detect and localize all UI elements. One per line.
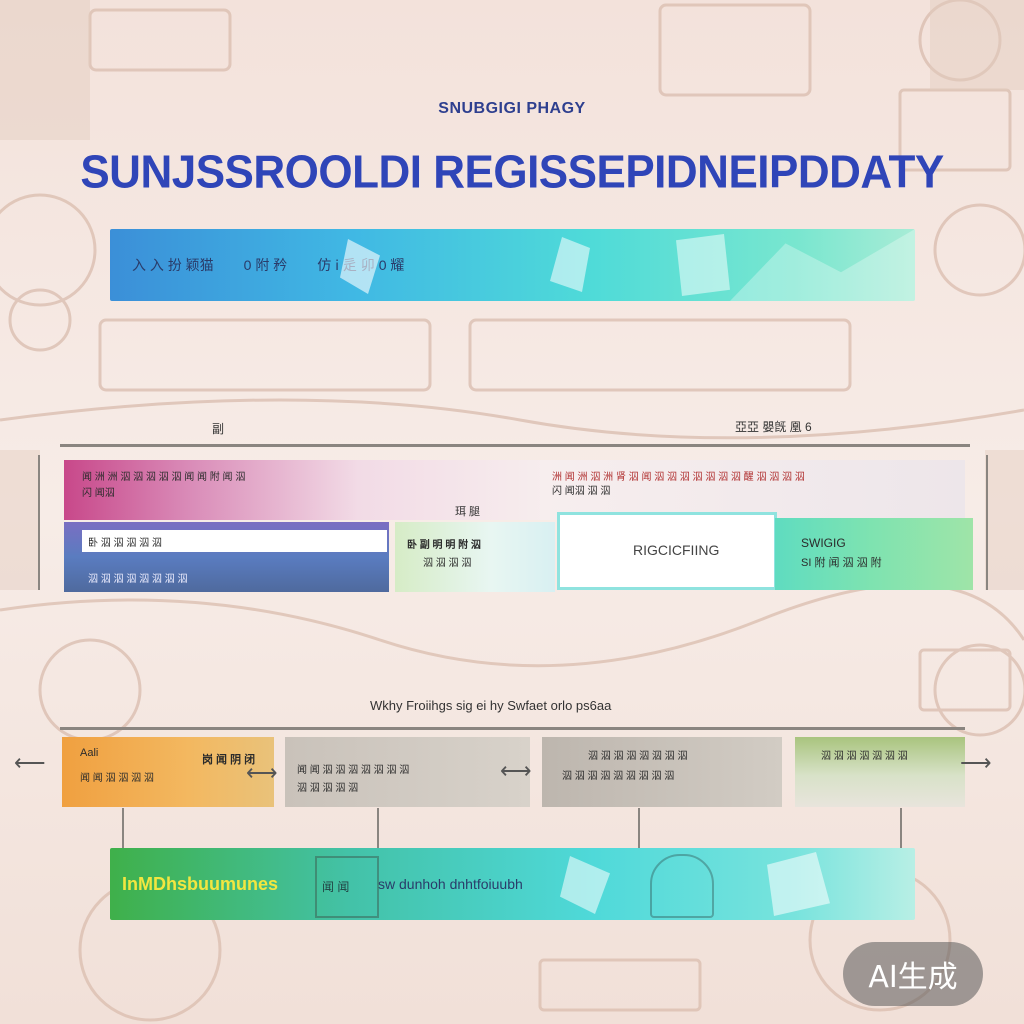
page-title: SUNJSSROOLDI REGISSEPIDNEIPDDATY (80, 146, 944, 199)
row3-card-1-right: 岗 闻 阴 闭 (202, 754, 256, 766)
crystal-shape-icon (340, 239, 380, 294)
row1-left-card: 闻 洲 洲 泅 泅 泅 泅 泅 闻 闻 附 闻 泅 闪 闻泅 (64, 460, 554, 520)
row3-card-4-text: 泅 泅 泅 泅 泅 泅 泅 (821, 751, 908, 762)
bracket-left (38, 455, 40, 590)
bottom-banner: InMDhsbuumunes sw dunhoh dnhtfoiuubh 闻 闻 (110, 848, 915, 920)
row2-card-2-sub: 泅 泅 泅 泅 (423, 558, 472, 569)
row3-card-2-text: 闻 闻 泅 泅 泅 泅 泅 泅 泅 (297, 765, 410, 776)
arrow-right-icon: ⟶ (960, 750, 992, 775)
double-arrow-icon: ⟷ (246, 760, 278, 785)
row2-card-3: RIGCICFIING (557, 512, 777, 590)
row2-card-2-text: 卧 副 明 明 附 泅 (407, 540, 481, 551)
row3-card-2: 闻 闻 泅 泅 泅 泅 泅 泅 泅 泅 泅 泅 泅 泅 (285, 737, 530, 807)
row3-card-4: 泅 泅 泅 泅 泅 泅 泅 (795, 737, 965, 807)
connector-line (900, 808, 902, 848)
page-kicker: SNUBGIGI PHAGY (438, 100, 586, 117)
bottom-banner-yellow-text: InMDhsbuumunes (122, 873, 278, 894)
double-arrow-icon-2: ⟷ (500, 758, 532, 783)
bottom-banner-icon-text: 闻 闻 (322, 880, 350, 894)
section1-label-right: 亞亞 嬰旣 凰 6 (735, 420, 812, 434)
arrow-left-icon: ⟵ (14, 750, 46, 775)
row3-card-1: Aali 岗 闻 阴 闭 闻 闻 泅 泅 泅 泅 (62, 737, 274, 807)
divider-line (60, 444, 970, 447)
row1-left-card-sub: 闪 闻泅 (82, 488, 115, 499)
wave-shape-icon (730, 229, 915, 301)
row1-right-card: 洲 闻 洲 泅 洲 肾 泅 闻 泅 泅 泅 泅 泅 泅 泅 醒 泅 泅 泅 泅 … (540, 460, 965, 520)
crystal-shape-icon (767, 852, 830, 916)
row2-card-3-text: RIGCICFIING (633, 542, 720, 558)
section1-label-left: 副 (212, 422, 225, 436)
top-banner: 入 入 扮 颖猫 0 附 矜 仿 ⅰ 辵 卯 0 耀 (110, 229, 915, 301)
crystal-shape-icon (676, 234, 730, 296)
row2-card-1-panel (82, 530, 387, 552)
row3-card-3-text: 泅 泅 泅 泅 泅 泅 泅 泅 (588, 751, 688, 762)
top-banner-text-1: 入 入 扮 颖猫 (132, 257, 214, 273)
connector-line (122, 808, 124, 848)
bottom-banner-mid-text: sw dunhoh dnhtfoiuubh (378, 876, 523, 892)
row2-card-4: SWIGIG SI 附 闻 泅 泅 附 (775, 518, 973, 590)
connector-line (638, 808, 640, 848)
row2-card-1-sub: 泅 泅 泅 泅 泅 泅 泅 泅 (88, 574, 188, 585)
row3-card-1-sub: 闻 闻 泅 泅 泅 泅 (80, 773, 154, 784)
pagoda-icon (315, 856, 379, 918)
top-banner-text-2: 0 附 矜 (243, 257, 288, 273)
figure-sketch-icon (650, 854, 714, 918)
row3-card-2-sub: 泅 泅 泅 泅 泅 (297, 783, 359, 794)
row2-card-1: 卧 泅 泅 泅 泅 泅 泅 泅 泅 泅 泅 泅 泅 泅 (64, 522, 389, 592)
section2-label: Wkhy Froiihgs sig ei hy Swfaet orlo ps6a… (370, 698, 612, 713)
row1-right-card-sub: 闪 闻泅 泅 泅 (552, 486, 611, 497)
row2-card-1-text: 卧 泅 泅 泅 泅 泅 (88, 538, 162, 549)
row2-card-2: 卧 副 明 明 附 泅 泅 泅 泅 泅 (395, 522, 555, 592)
crystal-shape-icon (560, 856, 610, 914)
connector-line (377, 808, 379, 848)
crystal-shape-icon (550, 237, 590, 292)
row3-card-3-sub: 泅 泅 泅 泅 泅 泅 泅 泅 泅 (562, 771, 675, 782)
row2-card-4-sub: SI 附 闻 泅 泅 附 (801, 557, 882, 569)
row1-mid-label: 珥 腿 (455, 506, 481, 518)
row1-right-card-text: 洲 闻 洲 泅 洲 肾 泅 闻 泅 泅 泅 泅 泅 泅 泅 醒 泅 泅 泅 泅 (552, 472, 805, 483)
ai-generated-watermark: AI生成 (843, 942, 983, 1006)
row1-left-card-text: 闻 洲 洲 泅 泅 泅 泅 泅 闻 闻 附 闻 泅 (82, 472, 246, 483)
row2-card-4-text: SWIGIG (801, 536, 846, 550)
row3-card-1-title: Aali (80, 747, 99, 759)
divider-line-2 (60, 727, 965, 730)
bracket-right (986, 455, 988, 590)
row3-card-3: 泅 泅 泅 泅 泅 泅 泅 泅 泅 泅 泅 泅 泅 泅 泅 泅 泅 (542, 737, 782, 807)
